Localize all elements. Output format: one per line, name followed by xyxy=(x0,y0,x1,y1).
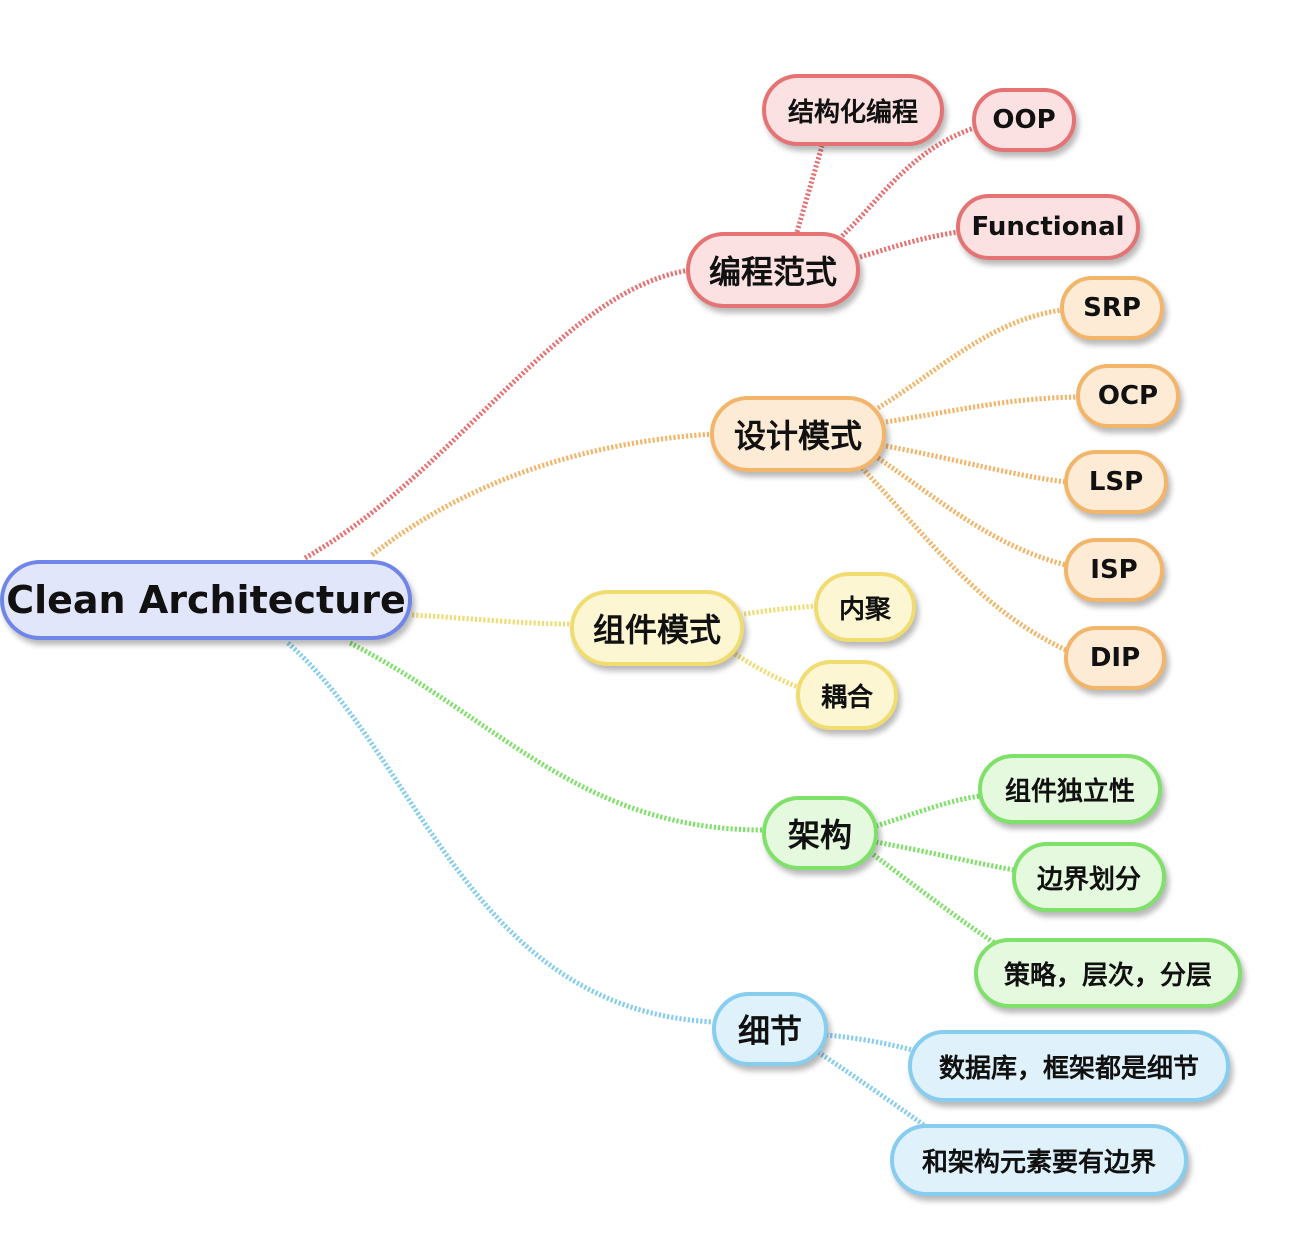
leaf-node-ocp[interactable]: OCP xyxy=(1076,364,1180,428)
link-root-architecture xyxy=(348,640,765,833)
leaf-node-srp[interactable]: SRP xyxy=(1060,276,1164,340)
leaf-node-functional[interactable]: Functional xyxy=(956,194,1140,260)
link-root-component xyxy=(411,612,573,627)
leaf-node-architecture-boundary[interactable]: 和架构元素要有边界 xyxy=(890,1124,1188,1196)
leaf-node-dip[interactable]: DIP xyxy=(1064,626,1166,690)
link-component-coupling xyxy=(733,651,801,691)
link-details-database xyxy=(825,1032,913,1053)
link-design-dip xyxy=(860,466,1068,653)
leaf-node-oop[interactable]: OOP xyxy=(972,88,1076,152)
leaf-node-boundary-division[interactable]: 边界划分 xyxy=(1012,842,1166,912)
leaf-node-component-independence[interactable]: 组件独立性 xyxy=(978,754,1162,824)
link-root-details xyxy=(286,641,715,1025)
leaf-node-cohesion[interactable]: 内聚 xyxy=(814,572,916,642)
link-component-cohesion xyxy=(743,603,817,617)
leaf-node-coupling[interactable]: 耦合 xyxy=(796,660,898,730)
link-design-ocp xyxy=(885,394,1079,425)
branch-node-details[interactable]: 细节 xyxy=(712,992,828,1066)
link-paradigms-oop xyxy=(840,125,975,238)
branch-node-design-patterns[interactable]: 设计模式 xyxy=(710,396,886,472)
link-architecture-independence xyxy=(875,793,981,829)
leaf-node-policy-layers[interactable]: 策略，层次，分层 xyxy=(974,938,1242,1008)
root-node[interactable]: Clean Architecture xyxy=(0,560,412,640)
leaf-node-isp[interactable]: ISP xyxy=(1064,538,1164,602)
branch-node-component-patterns[interactable]: 组件模式 xyxy=(570,590,744,666)
link-root-paradigms xyxy=(303,267,691,561)
leaf-node-lsp[interactable]: LSP xyxy=(1064,450,1168,514)
link-architecture-policy xyxy=(868,850,998,947)
link-design-isp xyxy=(876,455,1067,568)
link-design-lsp xyxy=(885,443,1067,485)
branch-node-architecture[interactable]: 架构 xyxy=(762,796,878,870)
link-paradigms-functional xyxy=(859,229,959,260)
leaf-node-structured-programming[interactable]: 结构化编程 xyxy=(762,74,944,146)
link-design-srp xyxy=(876,307,1063,411)
leaf-node-database-framework[interactable]: 数据库，框架都是细节 xyxy=(908,1030,1230,1102)
link-details-boundary xyxy=(816,1049,930,1131)
link-architecture-boundaries xyxy=(875,839,1015,873)
link-paradigms-structured xyxy=(794,145,825,233)
branch-node-paradigms[interactable]: 编程范式 xyxy=(686,232,860,308)
link-root-design xyxy=(370,431,715,557)
